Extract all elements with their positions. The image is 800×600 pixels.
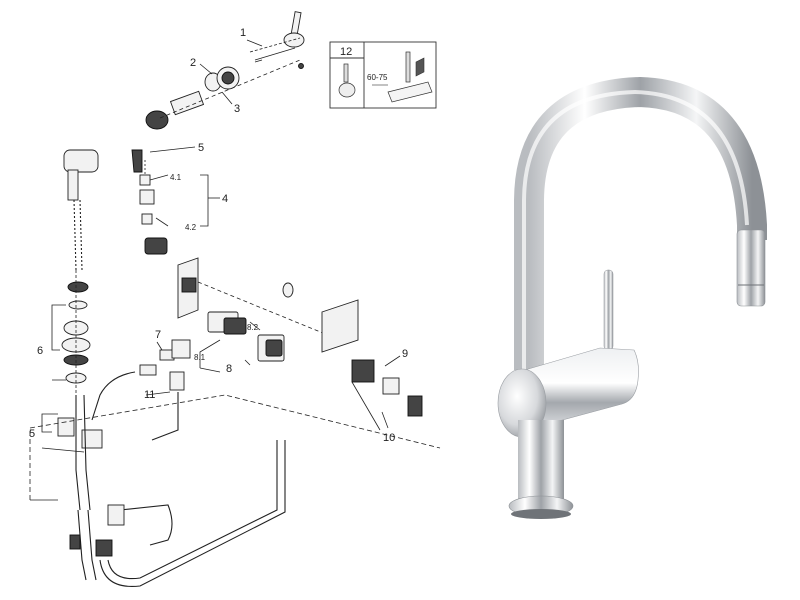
callout-9: 9 bbox=[402, 348, 408, 360]
diagram-supply-hoses bbox=[69, 440, 286, 588]
callout-3: 3 bbox=[234, 103, 240, 115]
inset-dimension: 60-75 bbox=[367, 73, 388, 82]
faucet-spray-head bbox=[736, 229, 766, 307]
callout-1: 1 bbox=[240, 27, 246, 39]
inset-number: 12 bbox=[340, 46, 352, 58]
faucet-column bbox=[518, 420, 564, 500]
diagram-wire-path bbox=[29, 394, 441, 500]
callout-5-lower: 5 bbox=[29, 428, 35, 440]
callout-4-1: 4.1 bbox=[170, 173, 182, 182]
inset-install-icon bbox=[372, 51, 433, 103]
diagram-spray-head bbox=[131, 149, 143, 173]
faucet-lever bbox=[603, 269, 614, 351]
callout-8-1: 8.1 bbox=[194, 353, 206, 362]
diagram-part-6 bbox=[61, 270, 91, 395]
diagram-part-9-10 bbox=[321, 299, 423, 431]
diagram-part-1 bbox=[249, 11, 305, 69]
callout-6: 6 bbox=[37, 345, 43, 357]
callout-8: 8 bbox=[226, 363, 232, 375]
diagram-spout bbox=[63, 80, 143, 201]
callout-8-2: 8.2 bbox=[247, 323, 259, 332]
diagram-part-5-lower bbox=[57, 371, 136, 511]
diagram-pullout-hose bbox=[73, 199, 83, 271]
callout-2: 2 bbox=[190, 57, 196, 69]
callout-4: 4 bbox=[222, 193, 228, 205]
callout-4-2: 4.2 bbox=[185, 223, 197, 232]
diagram-mounting-plate bbox=[177, 257, 341, 341]
callout-5: 5 bbox=[198, 142, 204, 154]
faucet-control-body bbox=[517, 347, 639, 427]
callout-11: 11 bbox=[144, 389, 155, 401]
diagram-part-8 bbox=[207, 282, 294, 362]
diagram-inset-12: 12 60-75 bbox=[329, 41, 437, 109]
inset-handle-icon bbox=[338, 63, 356, 98]
diagram-part-2-3 bbox=[145, 59, 301, 130]
diagram-leader-lines bbox=[41, 39, 401, 453]
diagram-faucet-body bbox=[63, 149, 99, 173]
diagram-part-7-11 bbox=[139, 339, 191, 441]
callout-7: 7 bbox=[155, 329, 161, 341]
callout-10: 10 bbox=[383, 432, 395, 444]
diagram-part-4 bbox=[139, 160, 168, 255]
exploded-view: 1 2 3 4 4.1 4.2 5 5 6 7 8 8.1 8.2 9 10 1… bbox=[29, 11, 441, 588]
faucet-product-photo bbox=[497, 76, 767, 519]
